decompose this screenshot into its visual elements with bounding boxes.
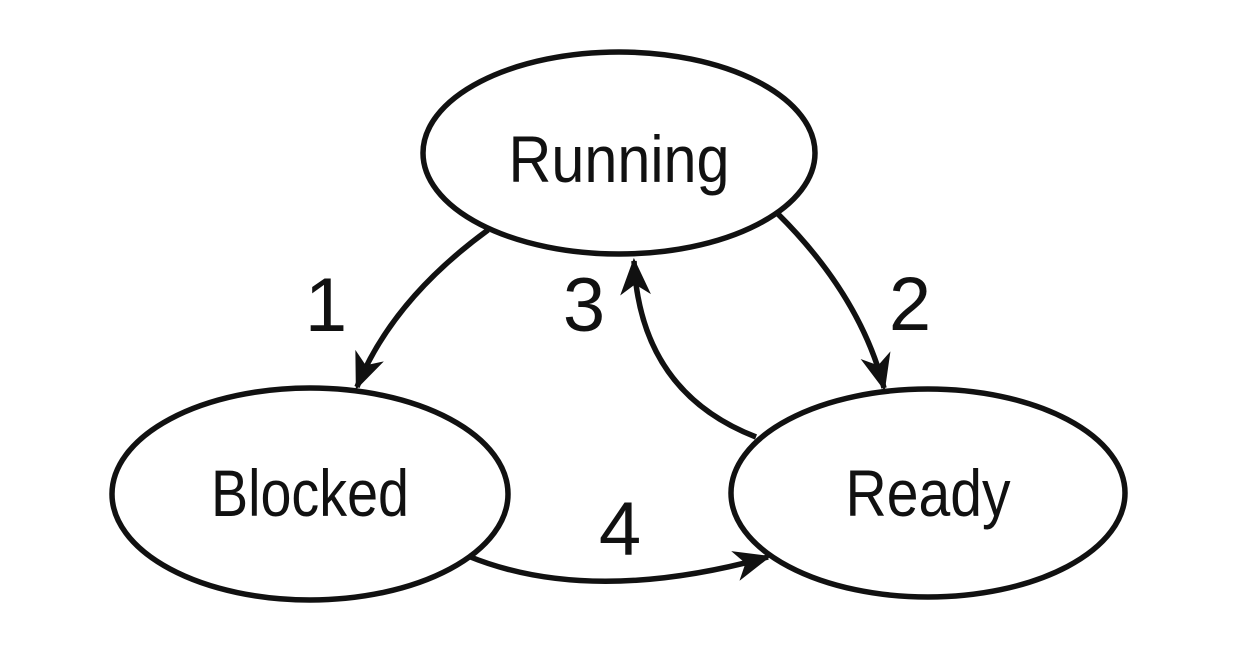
transition-arrow-2-running-to-ready bbox=[775, 211, 891, 391]
state-node-ready bbox=[728, 386, 1128, 600]
state-node-blocked bbox=[109, 385, 511, 603]
transition-arrow-1-running-to-blocked bbox=[354, 227, 490, 390]
transition-arrow-3-ready-to-running bbox=[620, 257, 757, 440]
transition-label-4: 4 bbox=[599, 487, 641, 572]
transition-label-2: 2 bbox=[889, 262, 931, 347]
state-label-running: Running bbox=[509, 122, 730, 196]
transition-label-3: 3 bbox=[563, 263, 605, 348]
transition-label-1: 1 bbox=[305, 263, 347, 348]
state-label-ready: Ready bbox=[846, 456, 1011, 530]
transition-arrow-4-blocked-to-ready bbox=[466, 551, 771, 584]
state-node-running bbox=[420, 49, 818, 257]
state-label-blocked: Blocked bbox=[211, 456, 409, 530]
